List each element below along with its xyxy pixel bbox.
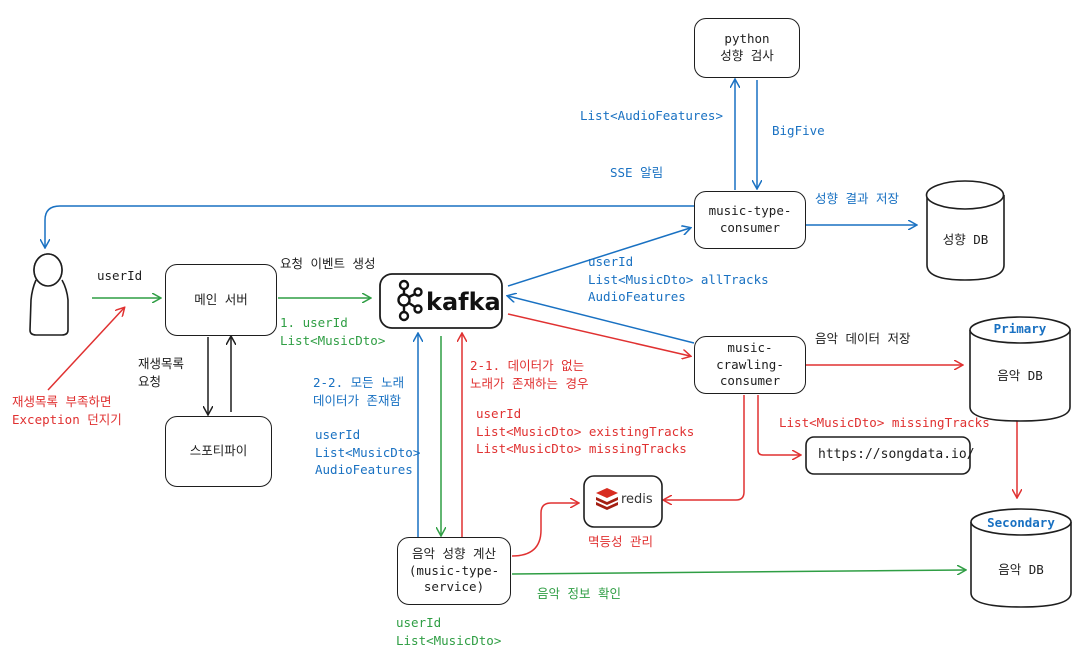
label-service-payload-blue: userId List<MusicDto> AudioFeatures bbox=[315, 427, 421, 477]
arrow-crawling-to-kafka bbox=[508, 296, 695, 344]
main-server-node[interactable]: 메인 서버 bbox=[165, 264, 277, 336]
label-event-create: 요청 이벤트 생성 bbox=[280, 256, 376, 271]
user-icon bbox=[29, 253, 69, 336]
arrow-kafka-to-type-consumer bbox=[507, 228, 690, 287]
spotify-node[interactable]: 스포티파이 bbox=[165, 416, 272, 487]
music-crawling-consumer-node[interactable]: music-crawling- consumer bbox=[694, 336, 806, 394]
redis-node bbox=[583, 475, 663, 528]
primary-db[interactable]: Primary 음악 DB bbox=[970, 317, 1070, 422]
kafka-label: kafka bbox=[426, 288, 501, 316]
label-step2-1: 2-1. 데이터가 없는 노래가 존재하는 경우 bbox=[470, 358, 589, 391]
personality-db[interactable]: 성향 DB bbox=[927, 181, 1004, 281]
primary-db-name: 음악 DB bbox=[997, 368, 1043, 383]
python-node[interactable]: python 성향 검사 bbox=[694, 18, 800, 78]
personality-db-cylinder bbox=[925, 180, 1005, 281]
secondary-db-name: 음악 DB bbox=[998, 562, 1044, 577]
arrow-service-to-redis bbox=[511, 503, 578, 557]
kafka-logo-icon bbox=[397, 279, 423, 322]
songdata-node bbox=[805, 436, 971, 475]
label-music-save: 음악 데이터 저장 bbox=[815, 331, 911, 346]
label-service-payload-red: userId List<MusicDto> existingTracks Lis… bbox=[476, 406, 695, 456]
label-bottom-payload: userId List<MusicDto> bbox=[396, 615, 502, 648]
label-personality-save: 성향 결과 저장 bbox=[815, 191, 900, 206]
music-type-service-node[interactable]: 음악 성향 계산 (music-type- service) bbox=[397, 537, 511, 605]
arrow-sse-to-user bbox=[45, 205, 694, 247]
redis-logo-icon bbox=[596, 488, 618, 510]
label-playlist-request: 재생목록 요청 bbox=[138, 356, 185, 389]
arrow-service-to-secondary-db bbox=[511, 570, 965, 574]
personality-db-name: 성향 DB bbox=[942, 232, 989, 247]
secondary-db[interactable]: Secondary 음악 DB bbox=[971, 509, 1071, 609]
label-step2-2: 2-2. 모든 노래 데이터가 존재함 bbox=[313, 375, 405, 408]
label-music-info-check: 음악 정보 확인 bbox=[537, 586, 622, 601]
arrow-kafka-to-crawling-consumer bbox=[507, 313, 690, 356]
label-idempotency: 멱등성 관리 bbox=[588, 534, 654, 549]
label-step1: 1. userId List<MusicDto> bbox=[280, 315, 386, 348]
redis-label: redis bbox=[621, 492, 653, 507]
secondary-db-cylinder bbox=[970, 508, 1072, 608]
label-consumer-payload: userId List<MusicDto> allTracks AudioFea… bbox=[588, 254, 769, 304]
label-missing-tracks: List<MusicDto> missingTracks bbox=[779, 415, 990, 430]
arrow-crawling-to-redis bbox=[664, 395, 745, 500]
arrow-to-songdata bbox=[757, 395, 800, 455]
kafka-node bbox=[379, 273, 503, 329]
label-exception: 재생목록 부족하면 Exception 던지기 bbox=[12, 394, 122, 427]
secondary-db-title: Secondary bbox=[987, 515, 1055, 530]
label-userid: userId bbox=[97, 268, 143, 283]
songdata-url[interactable]: https://songdata.io/ bbox=[818, 447, 975, 462]
label-audiofeatures-list: List<AudioFeatures> bbox=[580, 108, 723, 123]
arrow-exception-to-user bbox=[47, 308, 124, 391]
label-sse: SSE 알림 bbox=[610, 165, 664, 180]
label-bigfive: BigFive bbox=[772, 123, 825, 138]
music-type-consumer-node[interactable]: music-type- consumer bbox=[694, 191, 806, 249]
primary-db-cylinder bbox=[969, 316, 1071, 422]
primary-db-title: Primary bbox=[993, 321, 1047, 336]
